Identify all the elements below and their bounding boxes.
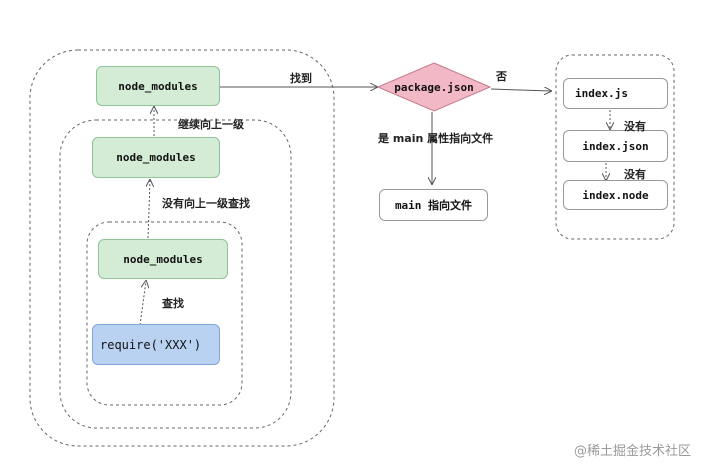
node-modules-outer: node_modules (96, 66, 220, 106)
index-files-container (555, 54, 675, 240)
arrow-none-up (148, 180, 150, 239)
outer-scope-container (29, 49, 335, 447)
edge-label-no: 否 (496, 70, 507, 83)
edge-label-search: 查找 (162, 297, 184, 310)
index-json-label: index.json (582, 139, 649, 153)
index-json-box: index.json (563, 130, 668, 162)
site-watermark: @稀土掘金技术社区 (573, 444, 691, 459)
inner-scope-container (86, 221, 243, 406)
index-node-label: index.node (582, 188, 649, 202)
require-call: require('XXX') (92, 324, 220, 365)
edge-label-yes-main: 是 main 属性指向文件 (378, 132, 494, 145)
node-modules-inner: node_modules (98, 239, 228, 279)
edge-label-none-up-search: 没有向上一级查找 (162, 197, 250, 210)
edge-label-found: 找到 (290, 72, 312, 85)
package-json-label: package.json (394, 80, 474, 94)
node-modules-inner-label: node_modules (123, 252, 203, 266)
main-file-label: main 指向文件 (394, 199, 473, 212)
arrow-no (490, 89, 551, 91)
edge-label-none-2: 没有 (624, 168, 646, 181)
node-modules-middle: node_modules (92, 137, 220, 178)
edge-label-continue-up: 继续向上一级 (178, 118, 244, 131)
main-file-box: main 指向文件 (379, 189, 488, 221)
index-js-label: index.js (575, 87, 628, 100)
arrow-search (139, 281, 146, 326)
index-js-box: index.js (563, 78, 668, 109)
middle-scope-container (59, 119, 292, 429)
edge-label-none-1: 没有 (624, 120, 646, 133)
node-modules-middle-label: node_modules (116, 151, 196, 164)
index-node-box: index.node (563, 180, 668, 210)
require-call-label: require('XXX') (100, 337, 202, 352)
node-modules-outer-label: node_modules (118, 79, 198, 93)
package-json-decision (376, 62, 492, 112)
